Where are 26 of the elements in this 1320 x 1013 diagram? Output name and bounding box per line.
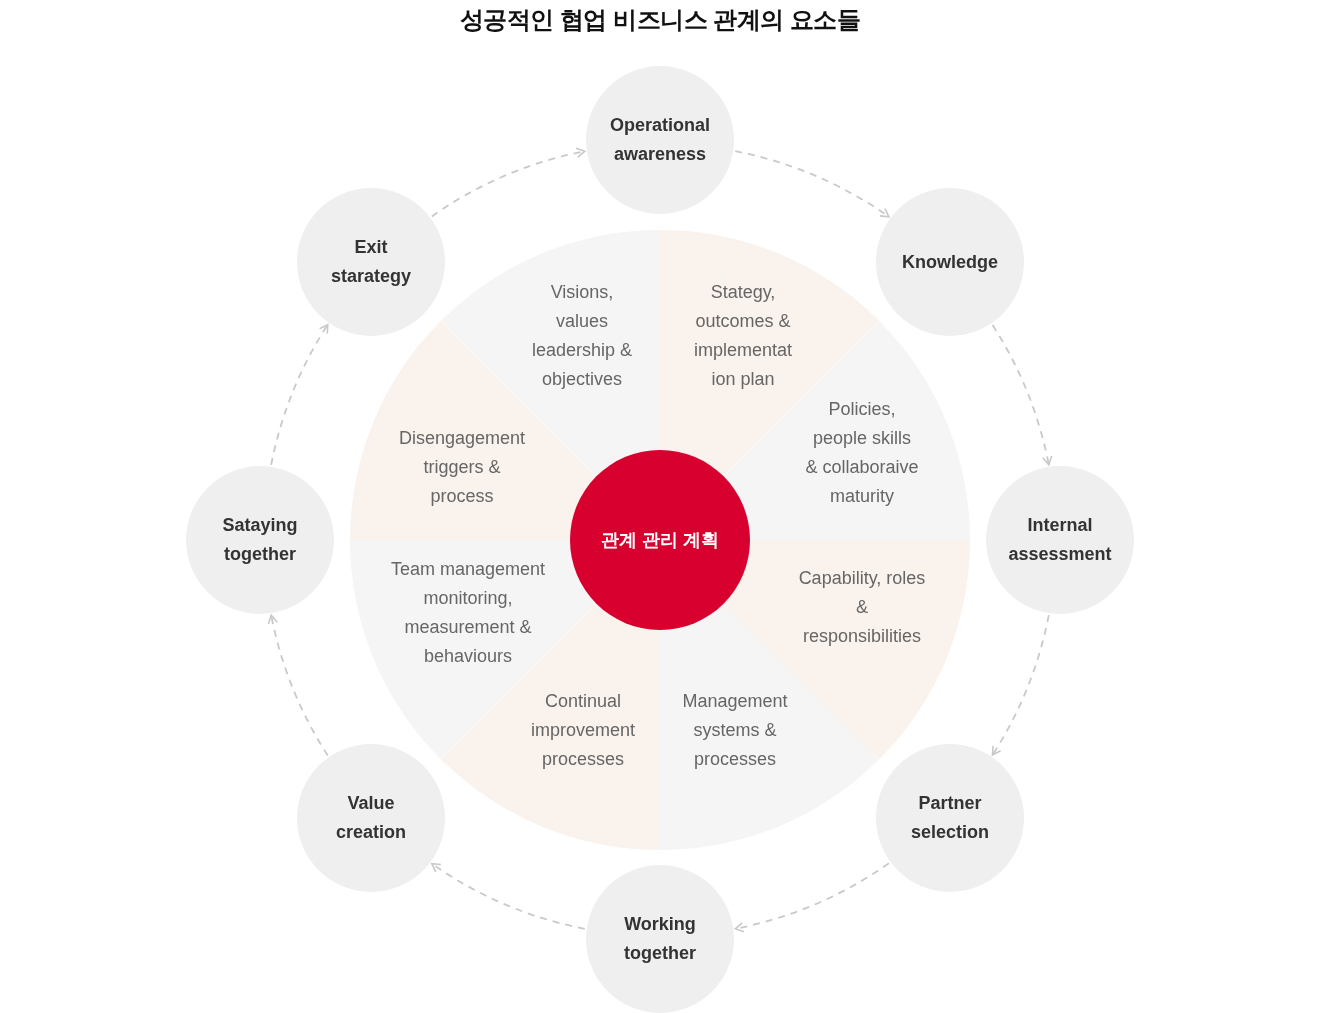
slice-label: Team management monitoring, measurement & behaviours	[389, 558, 547, 668]
slice-label: Management systems & processes	[681, 689, 789, 771]
dashed-arrow	[991, 324, 1053, 466]
dashed-arrow	[430, 147, 586, 218]
stage-label: Internal assessment	[1007, 514, 1113, 566]
slice-label: Continual improvement processes	[529, 689, 636, 771]
stage-label: Operational awareness	[609, 114, 711, 166]
stage-label: Working together	[623, 913, 697, 965]
dashed-arrow	[991, 614, 1050, 756]
dashed-arrow	[734, 150, 890, 218]
slice-label: Stategy, outcomes & implementation plan	[693, 281, 793, 391]
stage-label: Value creation	[335, 792, 407, 844]
dashed-arrow	[270, 323, 329, 466]
dashed-arrow	[734, 862, 890, 933]
slice-label: Visions, values leadership & objectives	[530, 281, 633, 391]
stage-label: Exit starategy	[329, 236, 412, 288]
stage-label: Knowledge	[902, 250, 998, 274]
slice-label: Disengagement triggers & process	[397, 426, 527, 508]
center-label: 관계 관리 계획	[601, 529, 719, 552]
slice-label: Policies, people skills & collaboraive maturity	[805, 398, 919, 508]
title: 성공적인 협업 비즈니스 관계의 요소들	[459, 5, 861, 35]
stage-label: Sataying together	[221, 514, 299, 566]
slice-label: Capability, roles & responsibilities	[797, 566, 927, 648]
dashed-arrow	[430, 862, 586, 930]
stage-label: Partner selection	[910, 792, 990, 844]
dashed-arrow	[267, 614, 329, 757]
